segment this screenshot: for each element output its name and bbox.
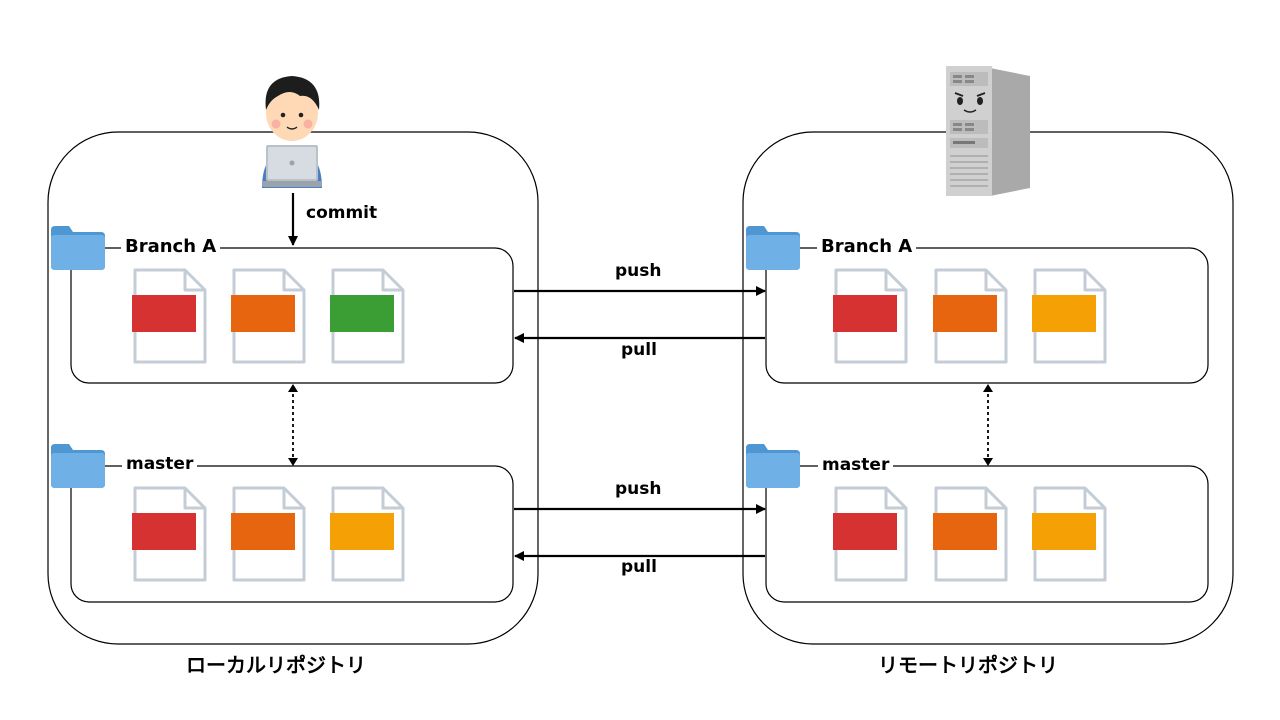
file-color-bar (833, 295, 897, 332)
pull-label-master: pull (621, 557, 657, 577)
file-color-bar (1032, 513, 1096, 550)
file-color-bar (132, 513, 196, 550)
document-icon (330, 268, 405, 364)
document-icon (833, 268, 908, 364)
document-icon (833, 486, 908, 582)
folder-icon (746, 226, 800, 270)
document-icon (132, 268, 207, 364)
server-tower-icon (946, 66, 1030, 196)
file-color-bar (231, 295, 295, 332)
file-color-bar (933, 513, 997, 550)
file-color-bar (231, 513, 295, 550)
remote-repository-title: リモートリポジトリ (878, 653, 1058, 677)
document-icon (132, 486, 207, 582)
person-with-laptop-icon (262, 76, 322, 188)
document-icon (933, 486, 1008, 582)
local-master-label: master (122, 454, 198, 474)
remote-branch-a-label: Branch A (817, 236, 917, 257)
file-color-bar (833, 513, 897, 550)
commit-label: commit (306, 203, 378, 223)
pull-label-branch-a: pull (621, 340, 657, 360)
push-label-master: push (615, 479, 662, 499)
document-icon (1032, 268, 1107, 364)
document-icon (231, 486, 306, 582)
document-icon (330, 486, 405, 582)
local-branch-a-label: Branch A (121, 236, 221, 257)
folder-icon (51, 444, 105, 488)
file-color-bar (933, 295, 997, 332)
folder-icon (51, 226, 105, 270)
folder-icon (746, 444, 800, 488)
local-repository-title: ローカルリポジトリ (186, 653, 366, 677)
document-icon (933, 268, 1008, 364)
remote-master-label: master (818, 455, 894, 475)
document-icon (1032, 486, 1107, 582)
file-color-bar (330, 295, 394, 332)
file-color-bar (132, 295, 196, 332)
push-label-branch-a: push (615, 261, 662, 281)
file-color-bar (1032, 295, 1096, 332)
document-icon (231, 268, 306, 364)
file-color-bar (330, 513, 394, 550)
